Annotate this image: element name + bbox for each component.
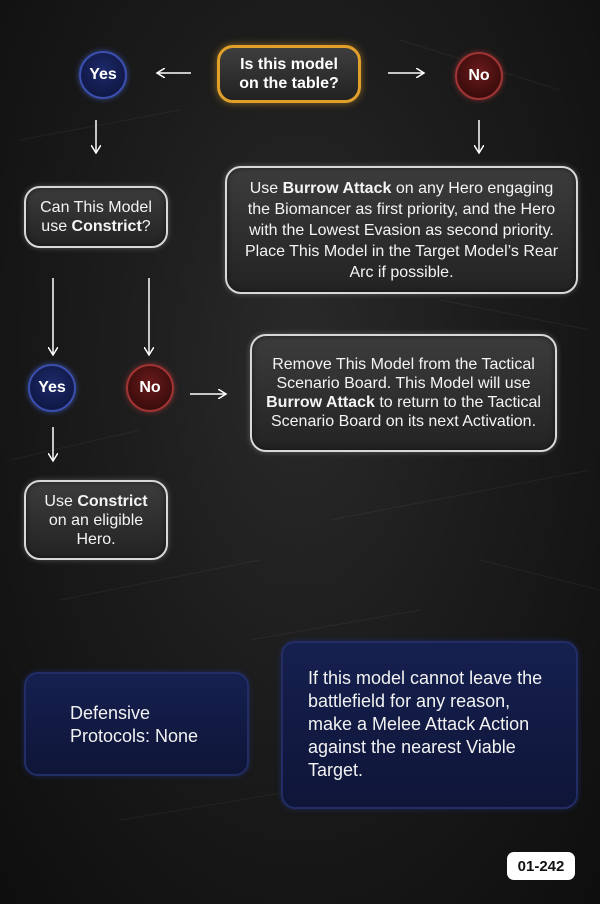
cannot-leave-text: If this model cannot leave the battlefie… bbox=[308, 668, 543, 780]
burrow-attack-box: Use Burrow Attack on any Hero engaging t… bbox=[225, 166, 578, 294]
card-id-badge: 01-242 bbox=[507, 852, 575, 880]
burrow-box-text-1: Use bbox=[249, 179, 283, 197]
start-question-box: Is this model on the table? bbox=[217, 45, 361, 103]
burrow-box-bold-1: Burrow Attack bbox=[282, 179, 392, 197]
mid-no-label: No bbox=[139, 379, 161, 396]
remove-model-box: Remove This Model from the Tactical Scen… bbox=[250, 334, 557, 452]
use-constrict-text-2: on an eligible Hero. bbox=[48, 511, 144, 548]
defensive-protocols-text: Defensive Protocols: None bbox=[70, 703, 199, 746]
constrict-question-box: Can This Model use Constrict? bbox=[24, 186, 168, 248]
start-question-line2: on the table? bbox=[239, 75, 339, 92]
burrow-box-text-2: on any Hero engaging the Biomancer as fi… bbox=[244, 179, 559, 281]
constrict-question-text-2: ? bbox=[141, 218, 151, 235]
mid-yes-label: Yes bbox=[38, 379, 66, 396]
top-no-label: No bbox=[468, 67, 490, 84]
constrict-question-text-1: Can This Model use bbox=[40, 199, 152, 235]
cannot-leave-box: If this model cannot leave the battlefie… bbox=[281, 641, 578, 809]
card-id-text: 01-242 bbox=[517, 857, 565, 875]
constrict-question-bold: Constrict bbox=[71, 218, 142, 235]
remove-box-bold: Burrow Attack bbox=[266, 394, 375, 411]
top-yes-node: Yes bbox=[79, 51, 127, 99]
mid-yes-node: Yes bbox=[28, 364, 76, 412]
defensive-protocols-box: Defensive Protocols: None bbox=[24, 672, 249, 776]
top-yes-label: Yes bbox=[89, 66, 117, 83]
use-constrict-box: Use Constrict on an eligible Hero. bbox=[24, 480, 168, 560]
remove-box-text-2: to return to the Tactical Scenario Board… bbox=[270, 394, 541, 430]
use-constrict-bold: Constrict bbox=[77, 492, 148, 510]
remove-box-text-1: Remove This Model from the Tactical Scen… bbox=[272, 356, 535, 392]
start-question-line1: Is this model bbox=[240, 56, 338, 73]
mid-no-node: No bbox=[126, 364, 174, 412]
top-no-node: No bbox=[455, 52, 503, 100]
use-constrict-text-1: Use bbox=[44, 492, 78, 510]
